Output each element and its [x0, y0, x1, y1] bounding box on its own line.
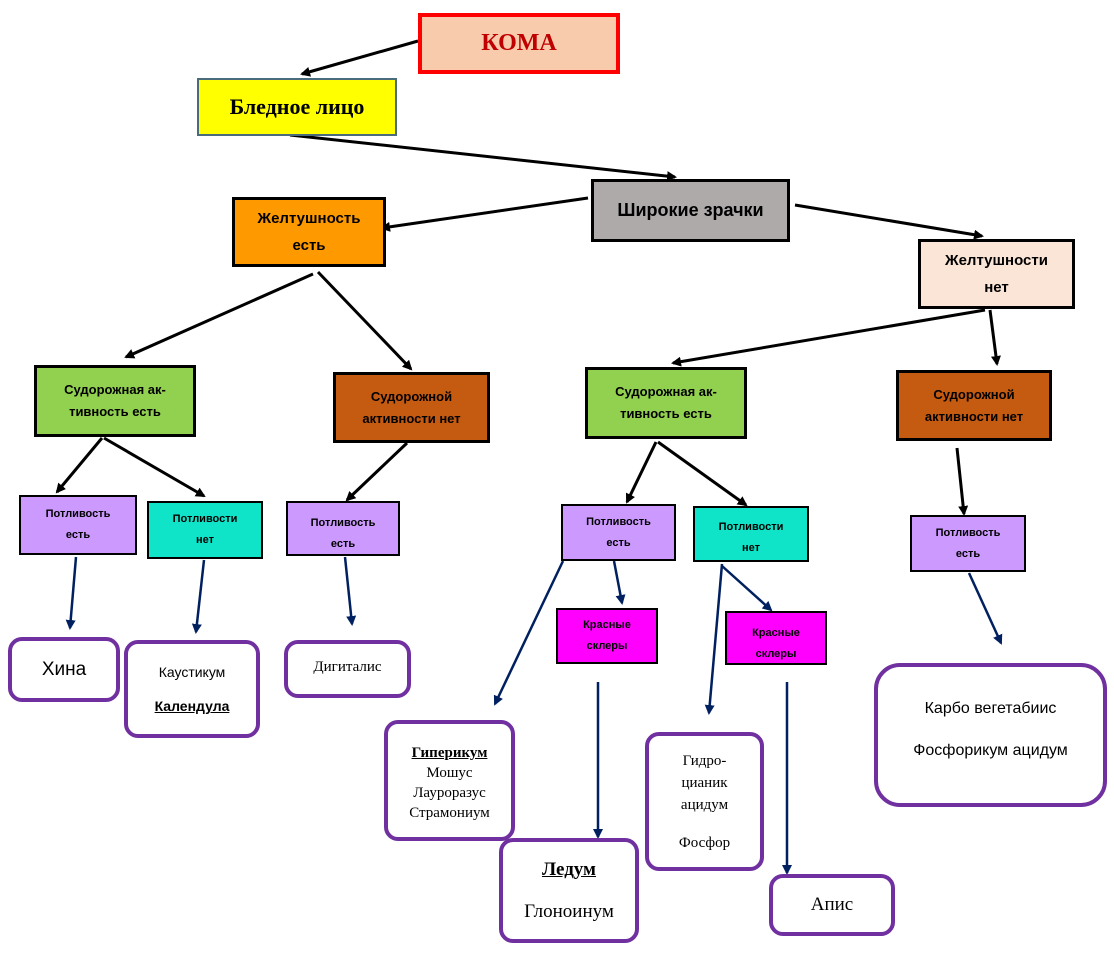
sweating-yes-1-line-2: есть	[65, 529, 91, 541]
seizures-yes-left-line-1: Судорожная ак-	[64, 382, 166, 397]
red-sclera-node-1: Красные склеры	[556, 608, 658, 664]
edge-seizures-yes-left-to-sweating-no	[103, 436, 206, 498]
seizures-yes-left-line-2: тивность есть	[69, 404, 161, 419]
seizures-yes-right-node: Судорожная ак- тивность есть	[585, 367, 747, 439]
edge-sweating-to-causticum	[191, 559, 206, 634]
remedy-hypericum-group: Гиперикум Мошус Лауроразус Страмониум	[384, 720, 515, 841]
remedy-hydrocyanic-line-1: Гидро-	[682, 752, 727, 769]
sweating-no-1-line-1: Потливости	[172, 513, 238, 525]
edge-jaundice-no-to-seizures-no	[988, 309, 1001, 366]
remedy-causticum-calendula: Каустикум Календула	[124, 640, 260, 738]
seizures-no-left-line-1: Судорожной	[370, 388, 453, 404]
sweating-yes-2-line-2: есть	[330, 538, 356, 550]
coma-label: КОМА	[481, 30, 557, 56]
sweating-yes-3-line-2: есть	[606, 536, 631, 549]
edge-sweating-to-red-sclera-1	[612, 560, 626, 605]
sweating-yes-2-line-1: Потливость	[310, 517, 376, 529]
edge-sweating-no-to-hydrocyanic	[704, 563, 724, 715]
red-sclera-1-line-1: Красные	[583, 619, 631, 631]
edge-pale-face-to-wide-pupils	[289, 133, 677, 182]
red-sclera-2-line-2: склеры	[755, 648, 797, 660]
sweating-no-node-1: Потливости нет	[147, 501, 263, 559]
edge-pupils-to-jaundice-no	[794, 203, 984, 240]
jaundice-yes-node: Желтушность есть	[232, 197, 386, 267]
edge-pupils-to-jaundice-yes	[380, 196, 589, 232]
remedy-stramonium-label: Страмониум	[409, 805, 490, 821]
edge-seizures-no-right-to-sweating-yes	[955, 447, 969, 516]
edge-seizures-yes-right-to-sweating-yes	[625, 441, 658, 504]
seizures-no-right-line-1: Судорожной	[933, 386, 1015, 402]
edge-sweating-to-digitalis	[343, 556, 357, 626]
remedy-ledum-glonoinum: Ледум Глоноинум	[499, 838, 639, 943]
edge-sweating-to-china	[65, 556, 78, 630]
remedy-hydrocyanic-line-2: цианик	[681, 774, 728, 791]
seizures-no-left-node: Судорожной активности нет	[333, 372, 490, 443]
remedy-hydrocyanic-phosphorus: Гидро- цианик ацидум Фосфор	[645, 732, 764, 871]
sweating-yes-node-3: Потливость есть	[561, 504, 676, 561]
seizures-yes-right-line-2: тивность есть	[620, 406, 712, 421]
sweating-yes-1-line-1: Потливость	[45, 508, 111, 520]
edge-jaundice-yes-to-seizures-no	[316, 270, 413, 371]
seizures-no-left-line-2: активности нет	[362, 410, 461, 426]
red-sclera-node-2: Красные склеры	[725, 611, 827, 665]
jaundice-yes-line-1: Желтушность	[257, 210, 361, 227]
remedy-digitalis: Дигиталис	[284, 640, 411, 698]
remedy-china: Хина	[8, 637, 120, 702]
remedy-apis: Апис	[769, 874, 895, 936]
sweating-yes-node-1: Потливость есть	[19, 495, 137, 555]
seizures-no-right-node: Судорожной активности нет	[896, 370, 1052, 441]
wide-pupils-node: Широкие зрачки	[591, 179, 790, 242]
remedy-apis-label: Апис	[810, 894, 854, 915]
sweating-no-2-line-1: Потливости	[718, 521, 784, 533]
remedy-carbo-phosphoric: Карбо вегетабиис Фосфорикум ацидум	[874, 663, 1107, 807]
seizures-no-right-line-2: активности нет	[924, 408, 1024, 424]
seizures-yes-right-line-1: Судорожная ак-	[615, 384, 717, 399]
edge-sweating-to-hypericum	[493, 560, 565, 706]
edge-jaundice-no-to-seizures-yes	[671, 308, 986, 367]
edge-coma-to-pale-face	[300, 39, 419, 77]
remedy-phosphorus-label: Фосфор	[678, 834, 731, 851]
remedy-ledum-label: Ледум	[541, 858, 596, 880]
edge-seizures-no-left-to-sweating-yes	[345, 441, 409, 502]
remedy-hypericum-label: Гиперикум	[411, 745, 488, 761]
edge-sweating-to-carbo	[967, 572, 1003, 645]
red-sclera-1-line-2: склеры	[586, 640, 628, 652]
remedy-glonoinum-label: Глоноинум	[524, 900, 614, 922]
red-sclera-2-line-1: Красные	[752, 627, 800, 639]
coma-node: КОМА	[418, 13, 620, 74]
wide-pupils-label: Широкие зрачки	[617, 200, 764, 220]
remedy-calendula-label: Календула	[154, 698, 230, 714]
sweating-yes-node-4: Потливость есть	[910, 515, 1026, 572]
edge-seizures-yes-right-to-sweating-no	[657, 440, 748, 507]
remedy-hydrocyanic-line-3: ацидум	[680, 796, 729, 813]
sweating-yes-4-line-2: есть	[955, 547, 981, 560]
edge-seizures-yes-left-to-sweating-yes	[55, 437, 104, 494]
sweating-yes-3-line-1: Потливость	[586, 515, 651, 528]
remedy-laurocerasus-label: Лауроразус	[413, 785, 486, 801]
remedy-phosphoric-label: Фосфорикум ацидум	[913, 742, 1068, 759]
remedy-causticum-label: Каустикум	[158, 664, 226, 680]
jaundice-no-line-1: Желтушности	[945, 252, 1048, 269]
pale-face-label: Бледное лицо	[229, 94, 365, 119]
remedy-china-label: Хина	[41, 658, 87, 680]
edge-sweating-no-to-red-sclera-2	[721, 565, 773, 612]
remedy-digitalis-label: Дигиталис	[313, 659, 382, 675]
jaundice-yes-line-2: есть	[292, 237, 326, 254]
sweating-yes-4-line-1: Потливость	[935, 526, 1001, 539]
remedy-moschus-label: Мошус	[426, 765, 473, 781]
jaundice-no-node: Желтушности нет	[918, 239, 1075, 309]
jaundice-no-line-2: нет	[984, 279, 1009, 296]
edge-jaundice-yes-to-seizures-yes	[124, 272, 314, 359]
sweating-no-1-line-2: нет	[195, 534, 214, 546]
seizures-yes-left-node: Судорожная ак- тивность есть	[34, 365, 196, 437]
remedy-carbo-label: Карбо вегетабиис	[924, 700, 1057, 717]
sweating-yes-node-2: Потливость есть	[286, 501, 400, 556]
sweating-no-node-2: Потливости нет	[693, 506, 809, 562]
pale-face-node: Бледное лицо	[197, 78, 397, 136]
sweating-no-2-line-2: нет	[741, 542, 760, 554]
